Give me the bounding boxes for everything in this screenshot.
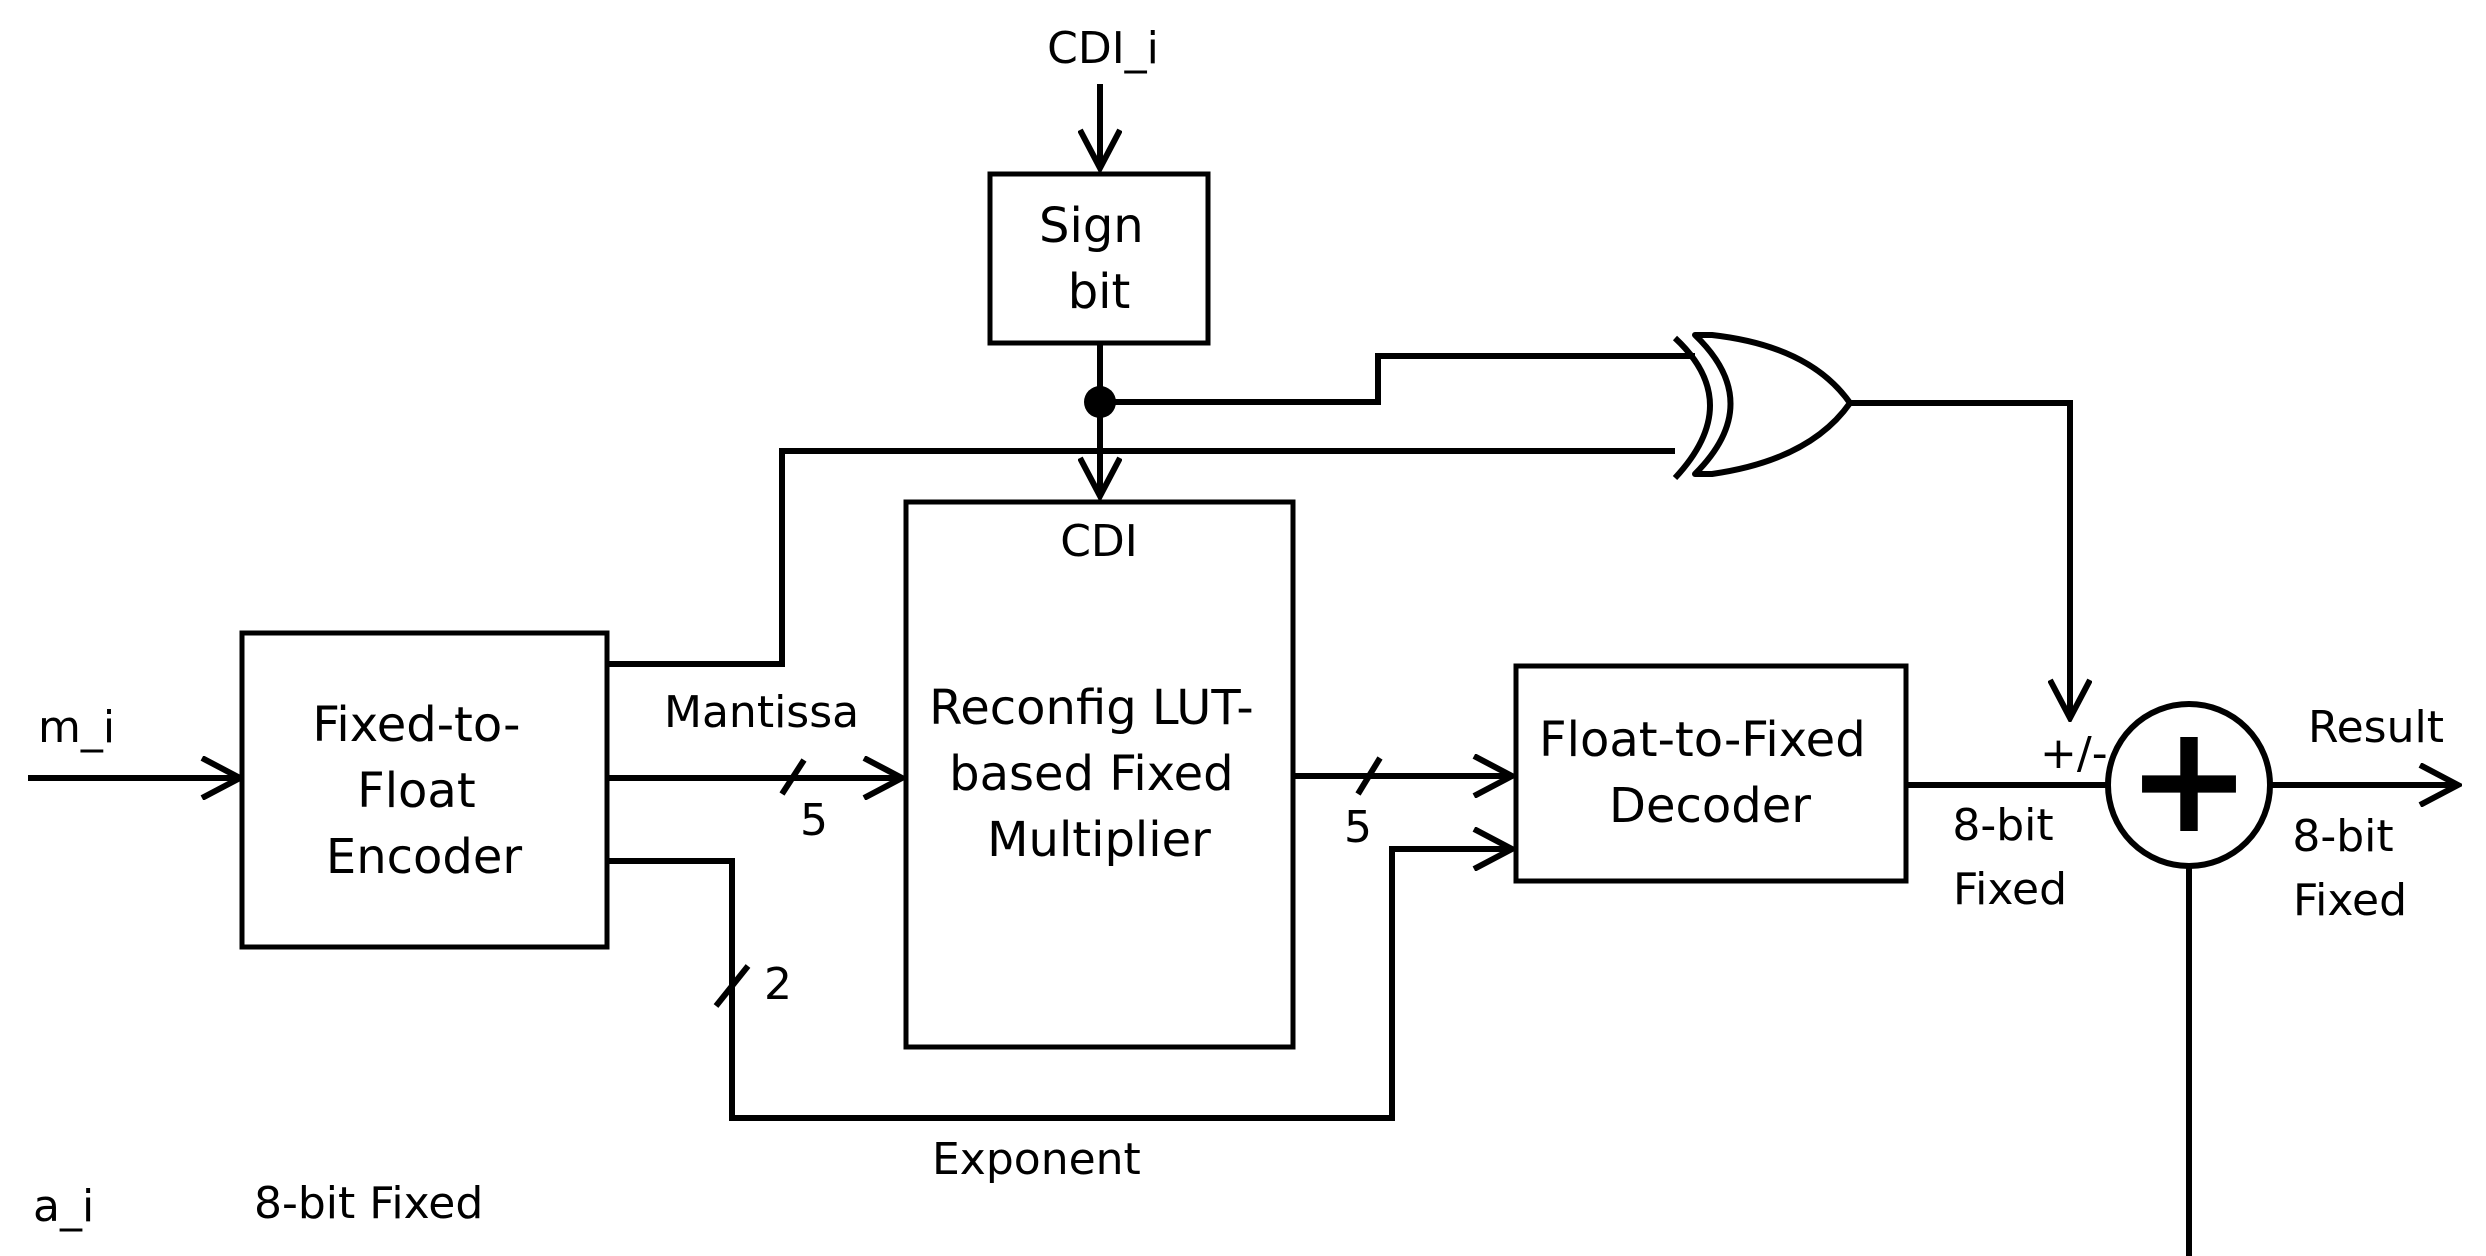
- result-type-line-2: Fixed: [2293, 875, 2407, 926]
- multiplier-cdi-port-label: CDI: [1060, 516, 1138, 567]
- result-type-label: 8-bit Fixed: [2292, 811, 2407, 926]
- sign-bit-block: [987, 171, 1211, 346]
- multiplier-label-line-1: Reconfig LUT-: [929, 680, 1254, 736]
- junction-dot: [1084, 386, 1116, 418]
- exponent-width-label: 2: [764, 959, 792, 1010]
- multiplier-out-width-label: 5: [1344, 802, 1372, 853]
- xor-gate: [1672, 332, 1853, 481]
- sign-bit-label: Sign bit: [1039, 198, 1159, 320]
- adder-plus-symbol: +: [2126, 693, 2252, 867]
- exponent-wire: [607, 849, 1512, 1121]
- multiplier-bus-slash: [1355, 756, 1383, 796]
- sign-bit-label-line-2: bit: [1068, 264, 1131, 320]
- mantissa-width-label: 5: [800, 795, 828, 846]
- exponent-label: Exponent: [932, 1134, 1141, 1185]
- decoder-block: [1513, 663, 1909, 884]
- encoder-label: Fixed-to- Float Encoder: [312, 697, 535, 885]
- decoder-out-type-label: 8-bit Fixed: [1952, 800, 2067, 915]
- encoder-sign-to-xor-wire: [607, 448, 1675, 667]
- result-type-line-1: 8-bit: [2292, 811, 2393, 862]
- adder-circle: +: [2105, 693, 2273, 869]
- encoder-label-line-1: Fixed-to-: [312, 697, 520, 753]
- encoder-label-line-3: Encoder: [326, 829, 523, 885]
- decoder-out-type-line-2: Fixed: [1953, 864, 2067, 915]
- decoder-out-type-line-1: 8-bit: [1952, 800, 2053, 851]
- multiplier-label-line-3: Multiplier: [987, 812, 1211, 868]
- m-input-label: m_i: [38, 702, 115, 753]
- a-type-label: 8-bit Fixed: [254, 1178, 483, 1229]
- encoder-block: [239, 630, 610, 950]
- a-input-label: a_i: [33, 1181, 94, 1232]
- multiplier-block: [903, 499, 1296, 1050]
- a-input-wire: [2186, 867, 2192, 1256]
- multiplier-label-line-2: based Fixed: [949, 746, 1234, 802]
- cdi-input-label: CDI_i: [1047, 23, 1159, 74]
- decoder-label-line-2: Decoder: [1609, 778, 1811, 834]
- mantissa-label: Mantissa: [664, 687, 859, 738]
- result-label: Result: [2308, 702, 2444, 753]
- sign-to-xor-wire: [1100, 353, 1695, 405]
- xor-to-adder-wire: [1850, 400, 2070, 718]
- sign-bit-label-line-1: Sign: [1039, 198, 1144, 254]
- multiplier-label: Reconfig LUT- based Fixed Multiplier: [929, 680, 1269, 868]
- decoder-label: Float-to-Fixed Decoder: [1539, 712, 1881, 834]
- decoder-label-line-1: Float-to-Fixed: [1539, 712, 1866, 768]
- encoder-label-line-2: Float: [357, 763, 476, 819]
- sign-control-label: +/-: [2040, 728, 2108, 779]
- exponent-bus-slash: [713, 964, 751, 1008]
- mantissa-bus-slash: [779, 758, 807, 796]
